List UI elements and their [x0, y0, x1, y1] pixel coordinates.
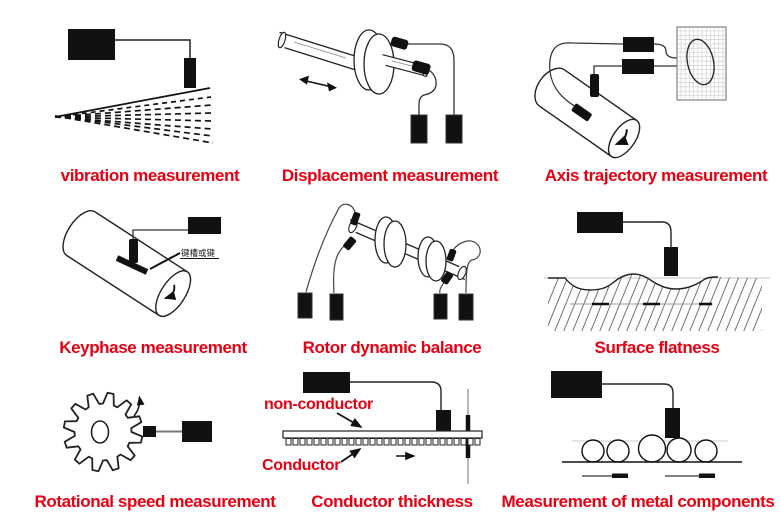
shaft-cylinder: [534, 67, 641, 159]
orbit-ellipse: [686, 38, 715, 86]
controller-box: [303, 372, 350, 393]
connector-block: [329, 293, 344, 321]
label-rotational-speed-measurement: Rotational speed measurement: [34, 492, 276, 511]
label-keyphase-measurement: Keyphase measurement: [59, 338, 247, 357]
controller-box: [188, 217, 221, 234]
gear-hole: [90, 420, 110, 444]
metal-ball: [606, 439, 630, 463]
axial-motion-arrow: [299, 75, 337, 92]
axis-trajectory-diagram: [534, 26, 727, 159]
eddy-probe: [343, 236, 357, 251]
probe-tip: [143, 426, 156, 437]
connector-block: [433, 293, 448, 320]
metal-ball: [637, 434, 667, 463]
metal-components-diagram: [551, 371, 742, 478]
shaft-cylinder: [62, 210, 192, 318]
rotational-speed-diagram: [62, 391, 212, 473]
eddy-probe: [446, 248, 457, 262]
keyway-annotation: 键槽或键: [181, 248, 216, 258]
rotor-balance-diagram: [297, 203, 481, 321]
metal-ball: [581, 439, 605, 463]
rotor-disk: [417, 236, 447, 282]
eddy-probe: [590, 74, 599, 97]
metal-ball: [694, 439, 718, 463]
label-axis-trajectory-measurement: Axis trajectory measurement: [544, 166, 768, 185]
controller-box: [551, 371, 602, 398]
oscilloscope-screen: [676, 26, 727, 101]
connector-block: [297, 292, 313, 319]
vibration-diagram: [54, 29, 214, 144]
eddy-probe: [441, 271, 453, 285]
label-measurement-of-metal-components: Measurement of metal components: [501, 492, 775, 511]
eddy-probe: [664, 247, 678, 276]
label-displacement-measurement: Displacement measurement: [281, 166, 499, 185]
controller-box: [68, 29, 115, 60]
eddy-probe: [571, 103, 592, 122]
eddy-probe: [436, 410, 451, 432]
label-vibration-measurement: vibration measurement: [60, 166, 240, 185]
connector-block: [445, 114, 463, 144]
conductor-label: Conductor: [262, 457, 340, 474]
eddy-probe: [129, 239, 138, 263]
surface-profile: [548, 273, 719, 291]
conductor-thickness-diagram: non-conductor Conductor: [262, 372, 483, 484]
controller-box: [577, 212, 623, 233]
rotation-arrow: [133, 395, 145, 417]
eddy-probe: [411, 60, 431, 75]
eddy-probe: [665, 408, 680, 438]
connector-block: [458, 293, 474, 321]
connector-block: [410, 114, 428, 144]
preamp-box: [623, 37, 654, 52]
controller-box: [182, 421, 212, 442]
label-surface-flatness: Surface flatness: [594, 338, 720, 357]
eddy-probe: [184, 58, 196, 88]
mounting-disk: [353, 29, 395, 95]
vibration-fan: [54, 87, 214, 144]
non-conductor-label: non-conductor: [264, 396, 373, 413]
metal-ball: [666, 437, 692, 463]
non-conductor-layer: [282, 430, 483, 439]
conductor-layer: [285, 438, 481, 446]
preamp-box: [622, 59, 654, 74]
keyphase-diagram: 键槽或键: [62, 210, 221, 318]
surface-flatness-diagram: [544, 212, 770, 331]
eddy-probe: [390, 36, 409, 50]
rotor-disk: [374, 216, 407, 268]
label-rotor-dynamic-balance: Rotor dynamic balance: [302, 338, 482, 357]
keyway-bar: [115, 255, 149, 275]
eddy-probe: [350, 211, 361, 226]
displacement-diagram: [277, 29, 463, 144]
label-conductor-thickness: Conductor thickness: [311, 492, 473, 511]
